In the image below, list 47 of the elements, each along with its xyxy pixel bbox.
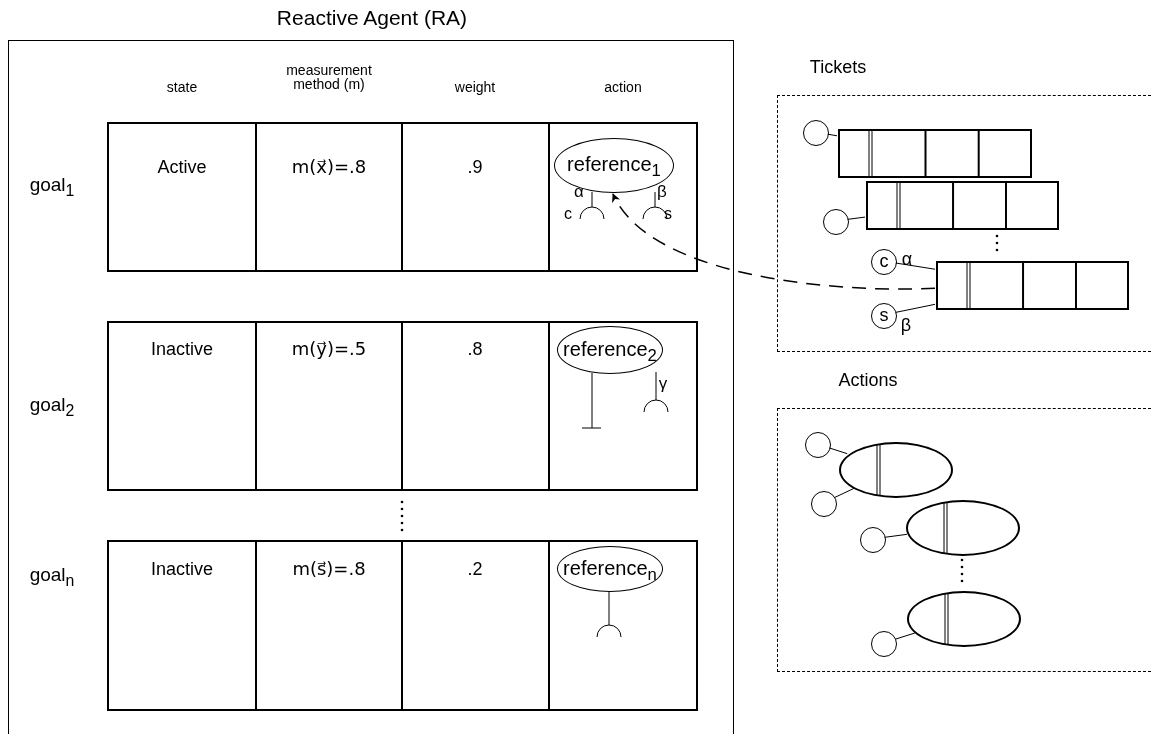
state-value: Inactive — [149, 560, 214, 578]
ticket-box — [936, 261, 1129, 310]
weight-value: .9 — [466, 158, 484, 176]
port-circle — [871, 631, 897, 657]
column-header: weight — [453, 80, 497, 94]
measurement-value: m(y⃗)=.5 — [290, 340, 368, 358]
measurement-value: m(s⃗)=.8 — [291, 560, 367, 578]
port-circle: c — [871, 249, 897, 275]
greek-label: β — [899, 316, 913, 334]
port-circle — [811, 491, 837, 517]
connector-line — [894, 632, 916, 640]
reference-ellipse: reference$_{2}$ — [557, 326, 663, 374]
connector-line — [884, 533, 908, 538]
goal-label: goal$_{1}$ — [28, 175, 76, 199]
port-circle — [803, 120, 829, 146]
port-circle: s — [871, 303, 897, 329]
port-circle — [860, 527, 886, 553]
column-header: measurement method (m) — [285, 63, 373, 91]
goal-label: goal$_{2}$ — [28, 395, 76, 419]
socket-label: s — [663, 206, 673, 222]
panel-title: Reactive Agent (RA) — [275, 7, 469, 28]
connector-line — [827, 133, 838, 137]
port-circle — [823, 209, 849, 235]
reference-ellipse: reference$_{n}$ — [557, 546, 663, 592]
connector-line — [847, 216, 866, 220]
greek-label: α — [900, 250, 914, 268]
ticket-box — [866, 181, 1059, 230]
connector-line — [895, 303, 936, 313]
weight-value: .2 — [466, 560, 484, 578]
ticket-box — [838, 129, 1032, 178]
action-ellipse — [839, 442, 953, 498]
column-header: state — [165, 80, 199, 94]
dashed-arrow — [612, 193, 936, 290]
connector-line — [834, 487, 855, 498]
column-header: action — [603, 80, 643, 94]
panel-title: Actions — [837, 371, 899, 389]
greek-label: γ — [657, 375, 669, 392]
goal-label: goal$_{n}$ — [28, 565, 76, 589]
weight-value: .8 — [466, 340, 484, 358]
connector-line — [828, 447, 848, 455]
panel-title: Tickets — [808, 58, 868, 76]
port-circle — [805, 432, 831, 458]
socket-label: c — [563, 206, 573, 222]
state-value: Inactive — [149, 340, 214, 358]
state-value: Active — [156, 158, 208, 176]
measurement-value: m(x⃗)=.8 — [290, 158, 368, 176]
connector-line — [895, 262, 936, 270]
